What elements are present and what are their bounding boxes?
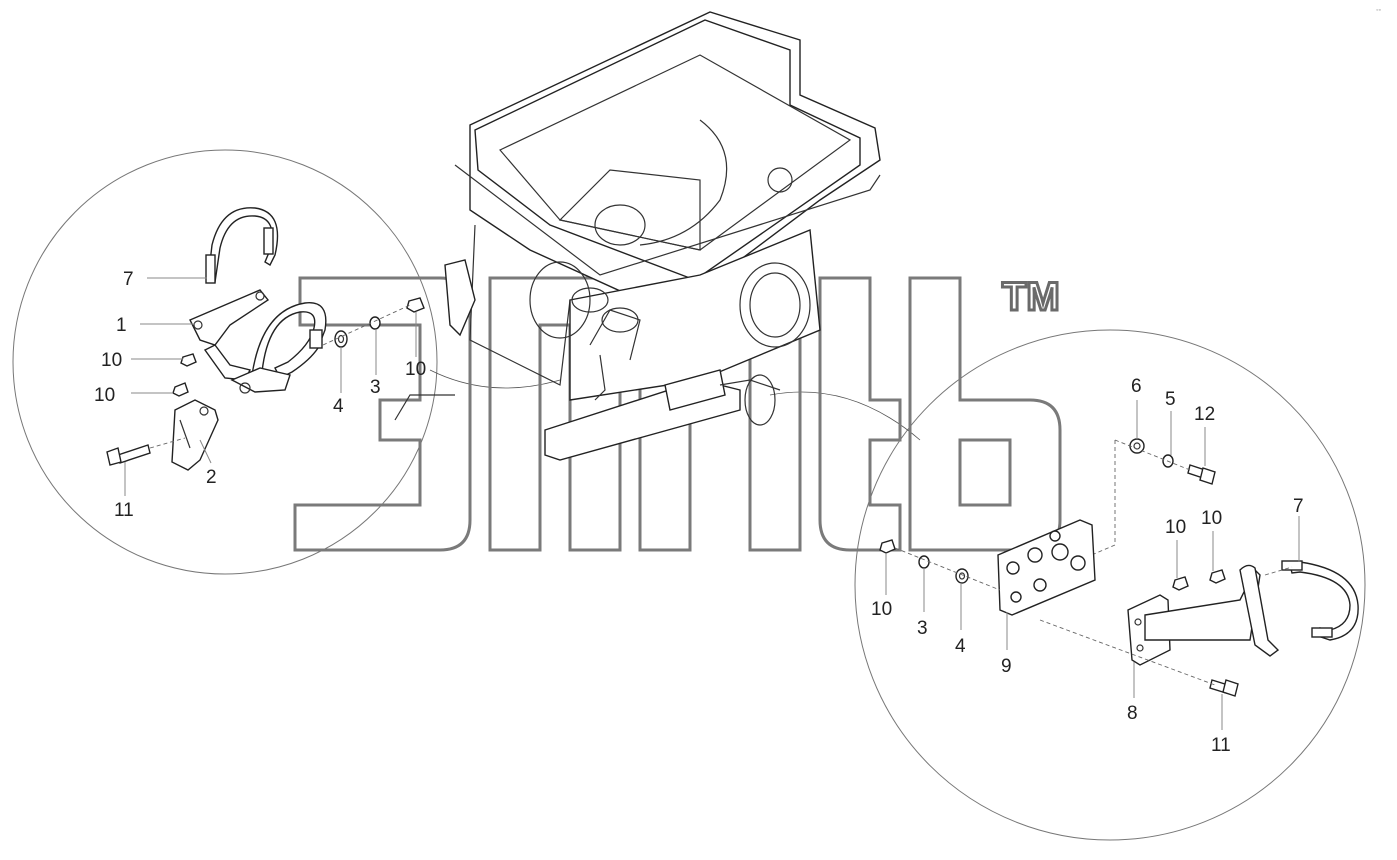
label-left-10c: 10: [405, 359, 426, 380]
left-bolt-11-icon: [106, 437, 186, 466]
left-nut-10c-icon: [406, 297, 425, 313]
label-right-7: 7: [1293, 496, 1304, 517]
right-lockwasher-3-icon: [918, 555, 930, 569]
label-right-10b: 10: [1201, 508, 1222, 529]
left-lever-bracket-icon: [171, 399, 219, 471]
label-right-10c: 10: [871, 599, 892, 620]
right-bracket-8-icon: [1127, 564, 1280, 666]
label-right-3: 3: [917, 618, 928, 639]
right-nut-10a-icon: [1172, 576, 1189, 591]
right-plate-9-icon: [997, 519, 1096, 616]
right-nut-10b-icon: [1209, 569, 1226, 584]
label-left-4: 4: [333, 396, 344, 417]
label-right-4: 4: [955, 636, 966, 657]
label-right-11: 11: [1211, 735, 1231, 756]
right-bolt-11-icon: [1209, 679, 1239, 697]
label-left-10b: 10: [94, 385, 115, 406]
right-connector-arc: [769, 391, 921, 441]
label-left-10a: 10: [101, 350, 122, 371]
right-bolt-12-icon: [1187, 464, 1216, 485]
label-right-9: 9: [1001, 656, 1012, 677]
right-clamp-u-bolt-7-icon: [1281, 560, 1359, 641]
label-left-2: 2: [206, 467, 217, 488]
label-left-11: 11: [114, 500, 134, 521]
label-right-6: 6: [1131, 376, 1142, 397]
left-connector-arc: [429, 369, 561, 389]
label-right-5: 5: [1165, 389, 1176, 410]
label-left-1: 1: [116, 315, 127, 336]
right-washer-4-icon: [955, 568, 969, 584]
right-nut-10-icon: [879, 539, 896, 554]
trademark-mark: TM: [1002, 275, 1060, 319]
left-nut-10b-icon: [172, 382, 189, 397]
left-lockwasher-3-icon: [369, 316, 381, 330]
corner-mark: ◦◦: [1376, 7, 1381, 14]
left-nut-10a-icon: [180, 353, 197, 367]
right-detail-circle: [854, 329, 1366, 841]
label-right-10a: 10: [1165, 517, 1186, 538]
left-clamp-u-bolt-icon: [205, 207, 279, 284]
exhaust-pipe-clamp-icon: [230, 302, 327, 394]
left-detail-circle: [12, 149, 438, 575]
label-left-3: 3: [370, 377, 381, 398]
label-left-7: 7: [123, 269, 134, 290]
label-right-8: 8: [1127, 703, 1138, 724]
left-bracket-icon: [189, 289, 270, 381]
label-right-12: 12: [1194, 404, 1215, 425]
dump-body-icon: [394, 11, 881, 461]
